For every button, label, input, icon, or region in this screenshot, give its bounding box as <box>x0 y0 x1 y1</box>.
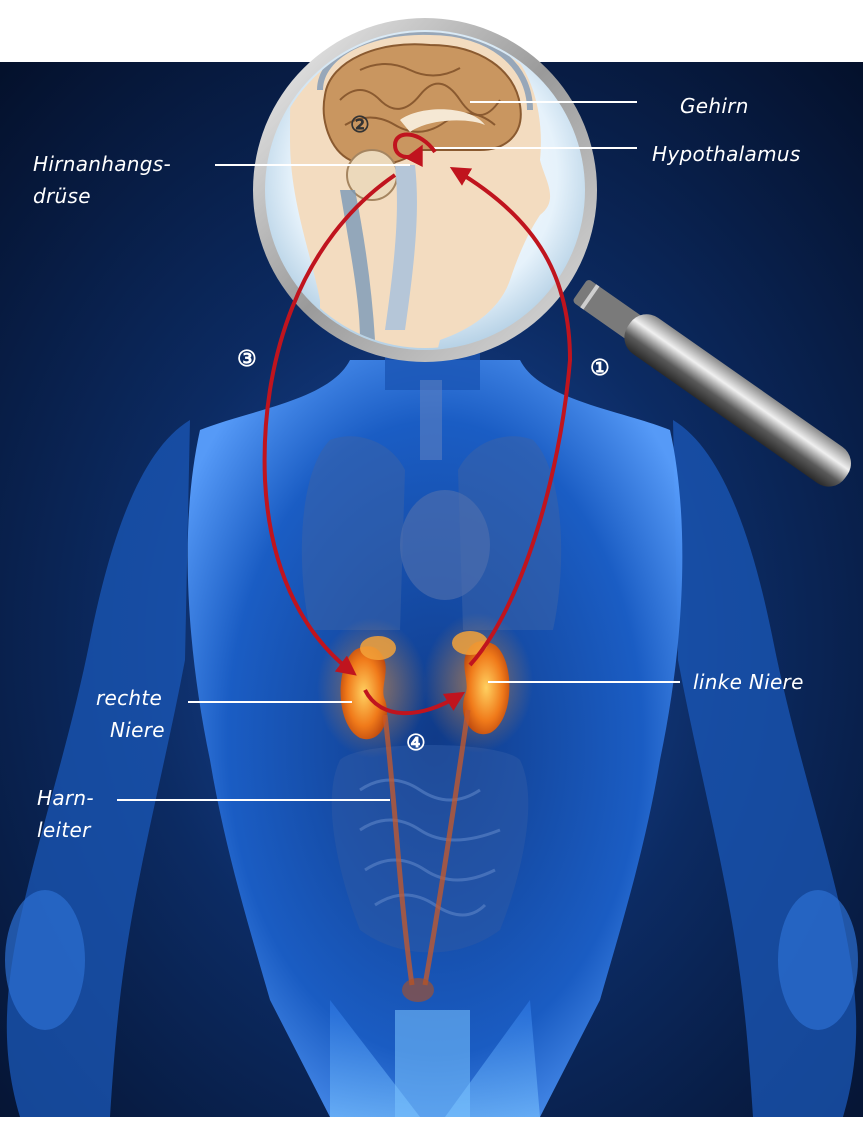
label-harnleiter-line1: Harn- <box>37 784 94 812</box>
label-linke-niere: linke Niere <box>693 668 804 696</box>
label-hirnanhangsdruese-line1: Hirnanhangs- <box>33 150 171 178</box>
label-harnleiter-line2: leiter <box>37 816 91 844</box>
lung-right <box>302 436 405 630</box>
label-rechte-niere-line1: rechte <box>96 684 162 712</box>
intestines <box>332 745 529 953</box>
step-number-3: ③ <box>237 346 257 372</box>
step-number-1: ① <box>590 355 610 381</box>
heart <box>400 490 490 600</box>
label-hirnanhangsdruese-line2: drüse <box>33 182 91 210</box>
label-rechte-niere-line2: Niere <box>110 716 165 744</box>
label-gehirn: Gehirn <box>680 92 749 120</box>
label-hypothalamus: Hypothalamus <box>652 140 801 168</box>
step-number-2: ② <box>350 112 370 138</box>
step-number-4: ④ <box>406 730 426 756</box>
